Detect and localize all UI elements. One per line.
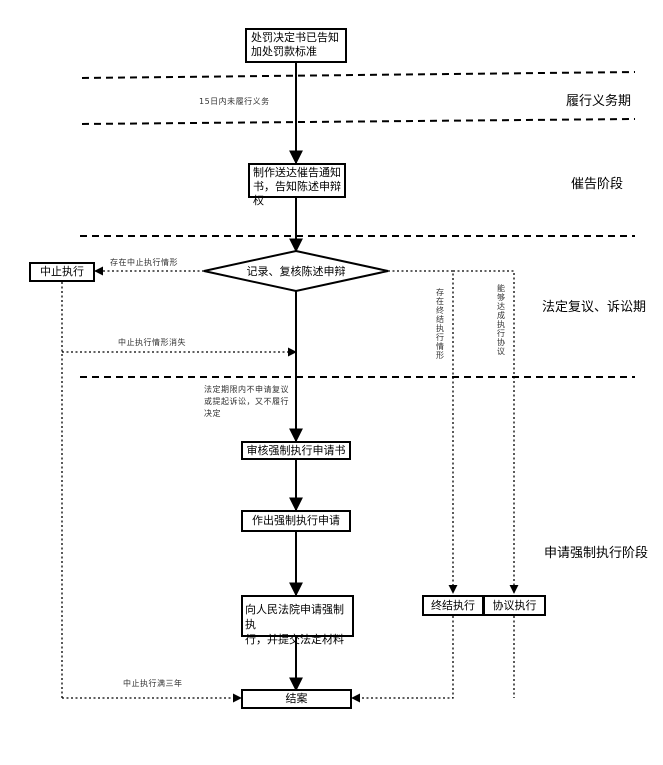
- review-application-box: 审核强制执行申请书: [241, 441, 351, 460]
- stage-divider-1: [81, 71, 636, 79]
- note-suspend-ended: 中止执行情形消失: [118, 338, 186, 347]
- note-no-review: 法定期限内不申请复议或提起诉讼，又不履行决定: [204, 385, 289, 418]
- terminate-box: 终结执行: [422, 595, 484, 616]
- note-suspend-three-years: 中止执行满三年: [123, 679, 183, 688]
- stage-divider-2: [81, 118, 636, 125]
- note-not-fulfilled-15: 15日内未履行义务: [199, 97, 270, 106]
- decision-notice-line1: 处罚决定书已告知: [251, 31, 339, 44]
- apply-court-line1: 向人民法院申请强制执: [245, 603, 344, 631]
- stage-enforcement-label: 申请强制执行阶段: [544, 546, 649, 561]
- suspend-label: 中止执行: [40, 265, 84, 278]
- apply-court-line2: 行，并提交法定材料: [245, 633, 344, 646]
- close-case-label: 结案: [285, 692, 308, 705]
- note-suspend-situation: 存在中止执行情形: [110, 258, 178, 267]
- apply-court-box: 向人民法院申请强制执 行，并提交法定材料: [241, 595, 354, 646]
- close-case-box: 结案: [241, 689, 352, 709]
- flow-terminate-to-close: [351, 616, 454, 703]
- stage-urge-label: 催告阶段: [571, 177, 624, 192]
- urge-notice-line1: 制作送达催告通知: [253, 166, 341, 179]
- make-application-box: 作出强制执行申请: [241, 510, 351, 532]
- stage-fulfil-label: 履行义务期: [566, 94, 632, 109]
- decision-notice-box: 处罚决定书已告知 加处罚款标准: [245, 28, 347, 63]
- note-termination-situation: 存在终结执行情形: [436, 288, 444, 360]
- note-agreement-reached: 能够达成执行协议: [497, 284, 505, 356]
- terminate-label: 终结执行: [431, 598, 475, 612]
- agreement-box: 协议执行: [483, 595, 546, 616]
- decision-notice-line2: 加处罚款标准: [251, 45, 317, 58]
- agreement-label: 协议执行: [492, 598, 537, 612]
- review-decision-diamond: [203, 249, 389, 293]
- record-review-label: 记录、复核陈述申辩: [246, 265, 346, 278]
- review-application-label: 审核强制执行申请书: [246, 443, 346, 457]
- flow-to-agreement: [453, 270, 519, 594]
- urge-notice-line2: 书，告知陈述申辩权: [253, 180, 341, 207]
- urge-notice-box: 制作送达催告通知 书，告知陈述申辩权: [248, 163, 346, 207]
- make-application-label: 作出强制执行申请: [252, 514, 340, 527]
- stage-review-litigation-label: 法定复议、诉讼期: [542, 300, 647, 315]
- suspend-box: 中止执行: [29, 262, 95, 282]
